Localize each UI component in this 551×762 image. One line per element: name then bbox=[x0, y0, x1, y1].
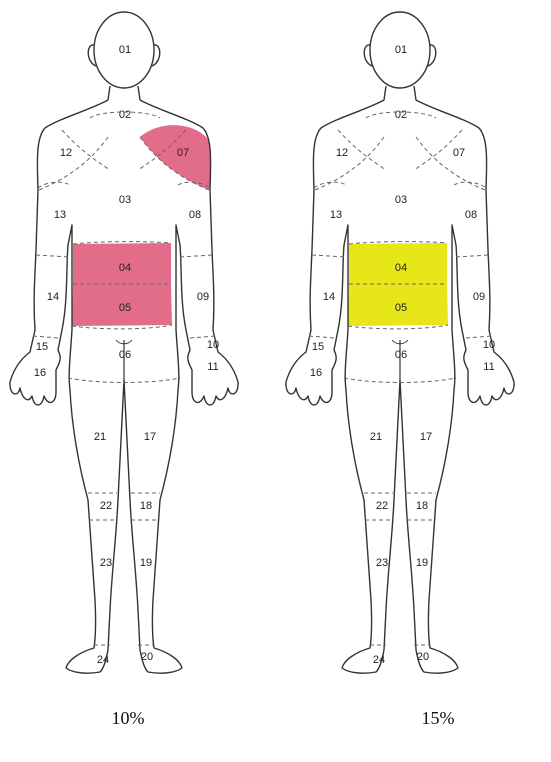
region-boundary bbox=[456, 255, 488, 257]
region-label-10: 10 bbox=[483, 339, 495, 351]
region-label-07: 07 bbox=[177, 147, 189, 159]
region-label-20: 20 bbox=[417, 651, 429, 663]
region-label-17: 17 bbox=[144, 431, 156, 443]
region-boundary bbox=[36, 255, 70, 257]
region-label-22: 22 bbox=[376, 500, 388, 512]
region-label-11: 11 bbox=[207, 361, 218, 373]
region-label-09: 09 bbox=[197, 291, 209, 303]
region-label-06: 06 bbox=[119, 349, 131, 361]
region-label-21: 21 bbox=[94, 431, 106, 443]
body-diagram-left: 01 02 03 04 05 06 07 08 09 10 11 12 13 14 15 16 17 18 19 20… bbox=[0, 0, 275, 700]
region-label-14: 14 bbox=[323, 291, 335, 303]
region-label-04: 04 bbox=[395, 262, 407, 274]
region-label-13: 13 bbox=[330, 209, 342, 221]
region-label-22: 22 bbox=[100, 500, 112, 512]
region-label-08: 08 bbox=[189, 209, 201, 221]
region-label-23: 23 bbox=[376, 557, 388, 569]
region-label-21: 21 bbox=[370, 431, 382, 443]
region-label-15: 15 bbox=[312, 341, 324, 353]
caption-right: 15% bbox=[338, 708, 538, 729]
region-boundary bbox=[190, 336, 215, 338]
region-label-07: 07 bbox=[453, 147, 465, 159]
region-label-23: 23 bbox=[100, 557, 112, 569]
region-label-19: 19 bbox=[416, 557, 428, 569]
region-label-03: 03 bbox=[119, 194, 131, 206]
region-label-01: 01 bbox=[119, 44, 131, 56]
region-label-14: 14 bbox=[47, 291, 59, 303]
region-label-04: 04 bbox=[119, 262, 131, 274]
region-boundary bbox=[466, 336, 491, 338]
region-label-05: 05 bbox=[119, 302, 131, 314]
region-label-09: 09 bbox=[473, 291, 485, 303]
region-label-18: 18 bbox=[140, 500, 152, 512]
region-label-12: 12 bbox=[336, 147, 348, 159]
region-boundary bbox=[312, 255, 346, 257]
region-label-11: 11 bbox=[483, 361, 494, 373]
region-label-24: 24 bbox=[97, 654, 109, 666]
region-boundary bbox=[33, 336, 58, 338]
region-label-24: 24 bbox=[373, 654, 385, 666]
body-diagram-right: 01 02 03 04 05 06 07 08 09 10 11 12 13 14 15 16 17 18 19 20… bbox=[276, 0, 551, 700]
region-label-01: 01 bbox=[395, 44, 407, 56]
region-label-19: 19 bbox=[140, 557, 152, 569]
highlight-region-07 bbox=[140, 125, 211, 190]
region-label-17: 17 bbox=[420, 431, 432, 443]
region-label-10: 10 bbox=[207, 339, 219, 351]
region-label-02: 02 bbox=[119, 109, 131, 121]
region-label-03: 03 bbox=[395, 194, 407, 206]
body-outline-svg: 01 02 03 04 05 06 07 08 09 10 11 12 13 14 15 16 17 18 19 20… bbox=[0, 0, 275, 700]
caption-left: 10% bbox=[28, 708, 228, 729]
region-label-13: 13 bbox=[54, 209, 66, 221]
region-boundary bbox=[180, 255, 212, 257]
region-label-02: 02 bbox=[395, 109, 407, 121]
region-label-06: 06 bbox=[395, 349, 407, 361]
region-boundary bbox=[309, 336, 334, 338]
region-label-16: 16 bbox=[34, 367, 46, 379]
region-label-12: 12 bbox=[60, 147, 72, 159]
region-label-08: 08 bbox=[465, 209, 477, 221]
region-label-05: 05 bbox=[395, 302, 407, 314]
body-outline-svg: 01 02 03 04 05 06 07 08 09 10 11 12 13 14 15 16 17 18 19 20… bbox=[276, 0, 551, 700]
region-label-20: 20 bbox=[141, 651, 153, 663]
region-label-18: 18 bbox=[416, 500, 428, 512]
region-label-16: 16 bbox=[310, 367, 322, 379]
region-label-15: 15 bbox=[36, 341, 48, 353]
